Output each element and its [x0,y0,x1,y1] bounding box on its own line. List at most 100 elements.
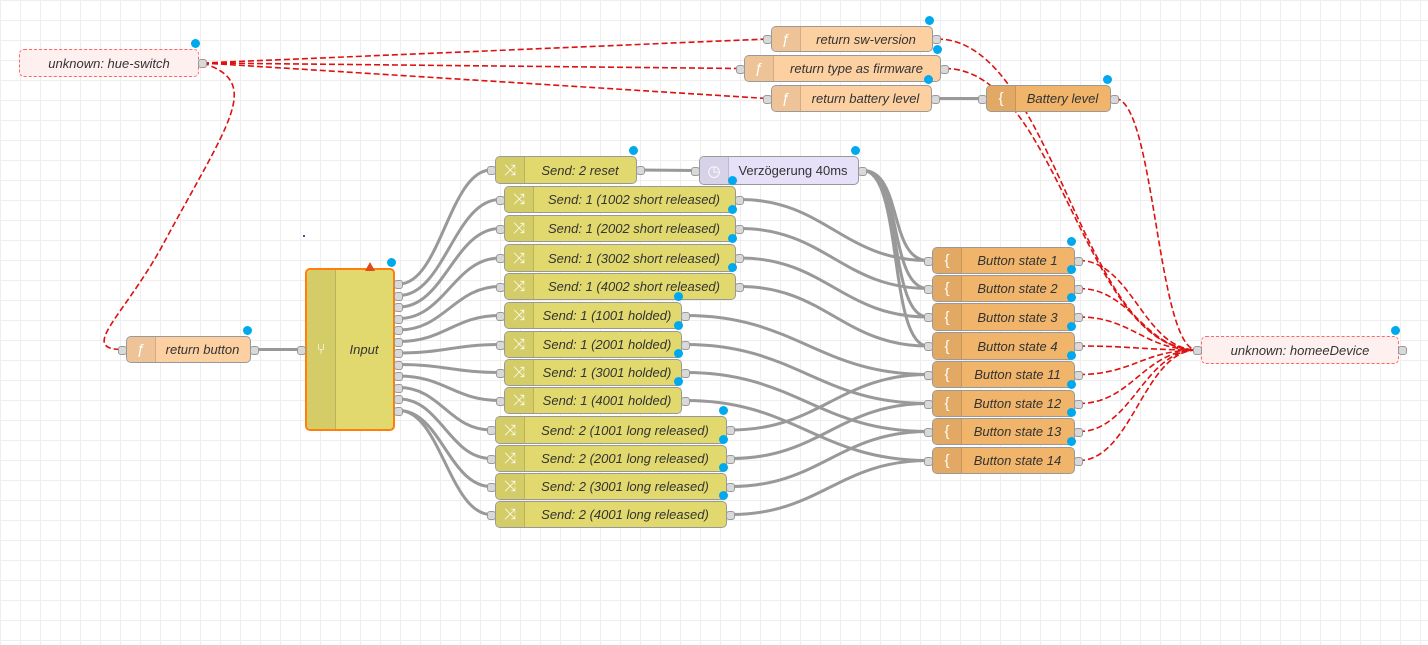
link-wire[interactable] [944,67,1198,351]
output-port[interactable] [394,291,403,301]
input-port[interactable] [487,454,496,464]
output-port[interactable] [1110,94,1119,104]
link-wire[interactable] [1078,349,1198,462]
wire[interactable] [730,402,929,460]
output-port[interactable] [394,383,403,393]
node-sw-input[interactable]: ⑂Input [305,268,395,431]
output-port[interactable] [931,94,940,104]
wire[interactable] [398,397,492,460]
input-port[interactable] [487,426,496,435]
wire[interactable] [398,386,492,432]
output-port[interactable] [394,372,403,381]
input-port[interactable] [736,64,745,74]
node-ch-reset[interactable]: ⤨Send: 2 reset [495,156,637,184]
node-bs13[interactable]: {Button state 13 [932,418,1075,445]
wire[interactable] [730,459,929,516]
node-bs3[interactable]: {Button state 3 [932,303,1075,331]
wire[interactable] [739,227,929,290]
input-port[interactable] [496,224,505,234]
node-ch-1001l[interactable]: ⤨Send: 2 (1001 long released) [495,416,727,444]
link-wire[interactable] [1078,287,1198,351]
node-bs11[interactable]: {Button state 11 [932,361,1075,388]
output-port[interactable] [1074,256,1083,266]
output-port[interactable] [726,454,735,464]
wire[interactable] [398,343,501,355]
node-bs14[interactable]: {Button state 14 [932,447,1075,474]
output-port[interactable] [681,368,690,378]
input-port[interactable] [924,342,933,351]
output-port[interactable] [681,311,690,321]
input-port[interactable] [924,399,933,409]
wire[interactable] [398,314,501,343]
output-port[interactable] [198,59,207,68]
wire[interactable] [685,314,929,376]
link-wire[interactable] [1078,349,1198,433]
node-ch-2002[interactable]: ⤨Send: 1 (2002 short released) [504,215,736,242]
output-port[interactable] [681,340,690,350]
output-port[interactable] [394,349,403,358]
node-hue[interactable]: unknown: hue-switch [19,49,199,77]
wire[interactable] [685,399,929,462]
output-port[interactable] [1074,427,1083,437]
output-port[interactable] [394,395,403,404]
node-bs2[interactable]: {Button state 2 [932,275,1075,302]
link-wire[interactable] [103,62,236,351]
input-port[interactable] [297,345,306,355]
input-port[interactable] [487,166,496,175]
output-port[interactable] [1074,370,1083,380]
wire[interactable] [739,198,929,262]
node-ch-2001l[interactable]: ⤨Send: 2 (2001 long released) [495,445,727,472]
wire[interactable] [730,373,929,432]
input-port[interactable] [487,482,496,492]
wire[interactable] [398,227,501,309]
link-wire[interactable] [1078,316,1198,351]
input-port[interactable] [496,340,505,350]
output-port[interactable] [735,224,744,234]
output-port[interactable] [1074,456,1083,466]
link-wire[interactable] [1114,97,1198,351]
wire[interactable] [685,371,929,433]
wire[interactable] [640,168,696,172]
input-port[interactable] [691,166,700,176]
output-port[interactable] [726,482,735,492]
wire[interactable] [862,169,929,319]
node-delay[interactable]: ◷Verzögerung 40ms [699,156,859,185]
output-port[interactable] [394,303,403,312]
input-port[interactable] [924,313,933,322]
input-port[interactable] [496,311,505,321]
input-port[interactable] [924,256,933,266]
output-port[interactable] [394,326,403,335]
wire[interactable] [398,285,501,332]
node-ch-4002[interactable]: ⤨Send: 1 (4002 short released) [504,273,736,300]
output-port[interactable] [394,314,403,324]
node-ch-1002[interactable]: ⤨Send: 1 (1002 short released) [504,186,736,213]
output-port[interactable] [726,510,735,520]
output-port[interactable] [394,406,403,416]
output-port[interactable] [1398,346,1407,355]
output-port[interactable] [858,166,867,176]
wire[interactable] [730,430,929,488]
output-port[interactable] [681,396,690,406]
node-ch-3002[interactable]: ⤨Send: 1 (3002 short released) [504,244,736,272]
output-port[interactable] [735,282,744,292]
output-port[interactable] [1074,313,1083,322]
output-port[interactable] [394,360,403,370]
input-port[interactable] [496,396,505,406]
wire[interactable] [398,374,501,402]
link-wire[interactable] [1078,349,1198,405]
node-bs1[interactable]: {Button state 1 [932,247,1075,274]
output-port[interactable] [726,426,735,435]
input-port[interactable] [496,254,505,263]
wire[interactable] [398,363,501,374]
output-port[interactable] [735,254,744,263]
input-port[interactable] [763,35,772,44]
link-wire[interactable] [202,62,768,100]
input-port[interactable] [924,456,933,466]
input-port[interactable] [763,94,772,104]
node-ch-4001l[interactable]: ⤨Send: 2 (4001 long released) [495,501,727,528]
wire[interactable] [398,256,501,320]
node-ch-1001h[interactable]: ⤨Send: 1 (1001 holded) [504,302,682,329]
link-wire[interactable] [1078,345,1198,351]
